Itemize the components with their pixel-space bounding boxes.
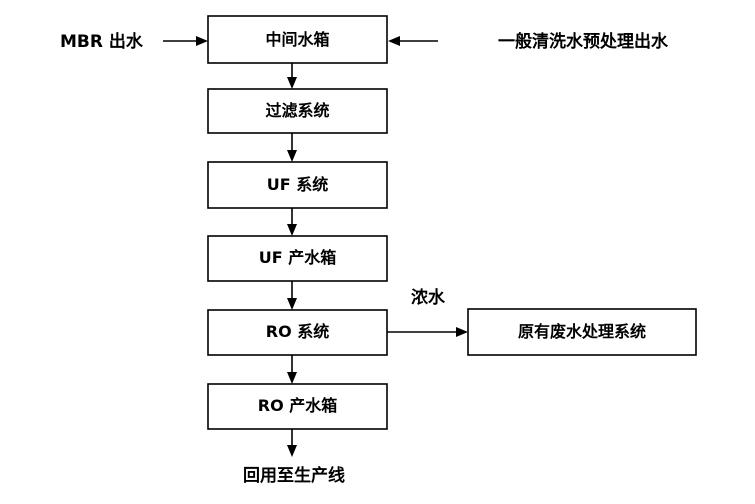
ro-system-label: RO 系统 <box>266 322 330 341</box>
uf-system-box: UF 系统 <box>207 161 388 209</box>
cleaning-input-arrow <box>388 36 438 46</box>
filtration-system-label: 过滤系统 <box>265 101 329 120</box>
output-label: 回用至生产线 <box>243 465 345 486</box>
arrow-ro-to-ro-tank <box>287 355 297 384</box>
ro-product-tank-label: RO 产水箱 <box>258 396 338 415</box>
uf-product-tank-label: UF 产水箱 <box>259 248 337 267</box>
ro-product-tank-box: RO 产水箱 <box>207 383 388 430</box>
ro-system-box: RO 系统 <box>207 309 388 356</box>
arrow-ro-tank-to-output <box>287 429 297 457</box>
uf-product-tank-box: UF 产水箱 <box>207 235 388 282</box>
input-cleaning-label: 一般清洗水预处理出水 <box>498 31 669 52</box>
arrow-uf-tank-to-ro <box>287 281 297 310</box>
arrow-filtration-to-uf <box>287 133 297 162</box>
uf-system-label: UF 系统 <box>267 175 329 194</box>
input-mbr-label: MBR 出水 <box>60 31 144 52</box>
arrow-tank-to-filtration <box>287 63 297 89</box>
mbr-input-arrow <box>163 36 208 46</box>
intermediate-tank-box: 中间水箱 <box>207 15 388 64</box>
wastewater-system-label: 原有废水处理系统 <box>518 322 646 341</box>
intermediate-tank-label: 中间水箱 <box>265 30 329 49</box>
arrow-ro-to-wastewater <box>387 327 468 337</box>
concentrate-label: 浓水 <box>411 287 446 308</box>
filtration-system-box: 过滤系统 <box>207 88 388 134</box>
wastewater-system-box: 原有废水处理系统 <box>467 308 697 356</box>
arrow-uf-to-uf-tank <box>287 208 297 236</box>
